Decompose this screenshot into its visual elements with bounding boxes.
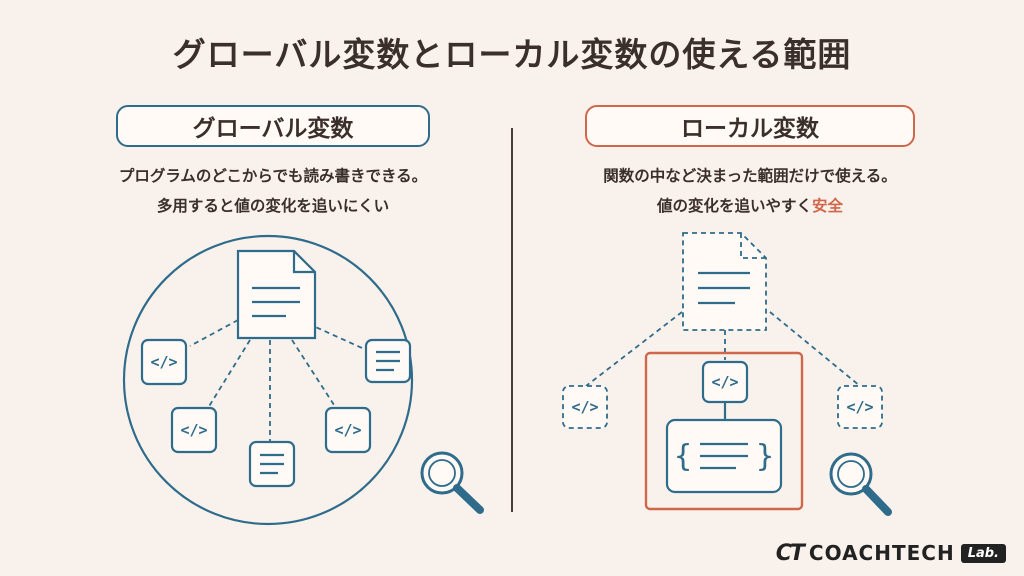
connector-line: [291, 339, 337, 409]
brand-mark: CT: [775, 540, 805, 566]
local-description-line2-text: 値の変化を追いやすく: [656, 197, 812, 215]
connector-line: [189, 319, 239, 347]
svg-text:</>: </>: [334, 421, 361, 439]
svg-text:}: }: [756, 439, 774, 474]
brand-name: COACHTECH: [808, 541, 955, 565]
global-variable-label: グローバル変数: [116, 105, 430, 147]
magnifier-icon: [829, 452, 892, 516]
function-code-icon: </>: [701, 360, 749, 404]
center-divider: [511, 128, 513, 512]
text-file-icon: [248, 440, 296, 488]
function-body-icon: { }: [665, 418, 783, 494]
global-scope-circle: [122, 234, 414, 526]
connector-line: [585, 311, 683, 387]
local-document-icon: [682, 232, 767, 331]
safe-highlight: 安全: [812, 197, 844, 215]
svg-text:{: {: [674, 439, 692, 474]
connector-line: [207, 339, 251, 409]
magnifier-icon: [420, 451, 484, 514]
external-code-icon: </>: [837, 385, 883, 429]
svg-text:</>: </>: [571, 398, 598, 416]
brand-lab-badge: Lab.: [960, 543, 1006, 563]
global-description: プログラムのどこからでも読み書きできる。 多用すると値の変化を追いにくい: [60, 161, 486, 221]
local-variable-label: ローカル変数: [585, 105, 915, 147]
local-description-line2: 値の変化を追いやすく安全: [528, 191, 972, 221]
connector-line: [769, 311, 861, 387]
svg-text:</>: </>: [180, 421, 207, 439]
code-icon: </>: [170, 406, 218, 454]
global-document-icon: [236, 249, 317, 340]
page-title: グローバル変数とローカル変数の使える範囲: [172, 35, 852, 74]
code-icon: </>: [324, 406, 372, 454]
svg-text:</>: </>: [846, 398, 873, 416]
code-icon: </>: [140, 338, 188, 386]
text-file-icon: [364, 338, 412, 384]
svg-text:</>: </>: [150, 353, 177, 371]
local-scope-box: [644, 351, 804, 511]
external-code-icon: </>: [562, 385, 608, 429]
global-description-line2: 多用すると値の変化を追いにくい: [156, 197, 390, 215]
brand-logo: CT COACHTECH Lab.: [776, 540, 1006, 566]
global-description-line1: プログラムのどこからでも読み書きできる。: [118, 167, 428, 185]
svg-text:</>: </>: [711, 373, 738, 391]
local-description-line1: 関数の中など決まった範囲だけで使える。: [603, 167, 897, 185]
local-description: 関数の中など決まった範囲だけで使える。 値の変化を追いやすく安全: [528, 161, 972, 221]
